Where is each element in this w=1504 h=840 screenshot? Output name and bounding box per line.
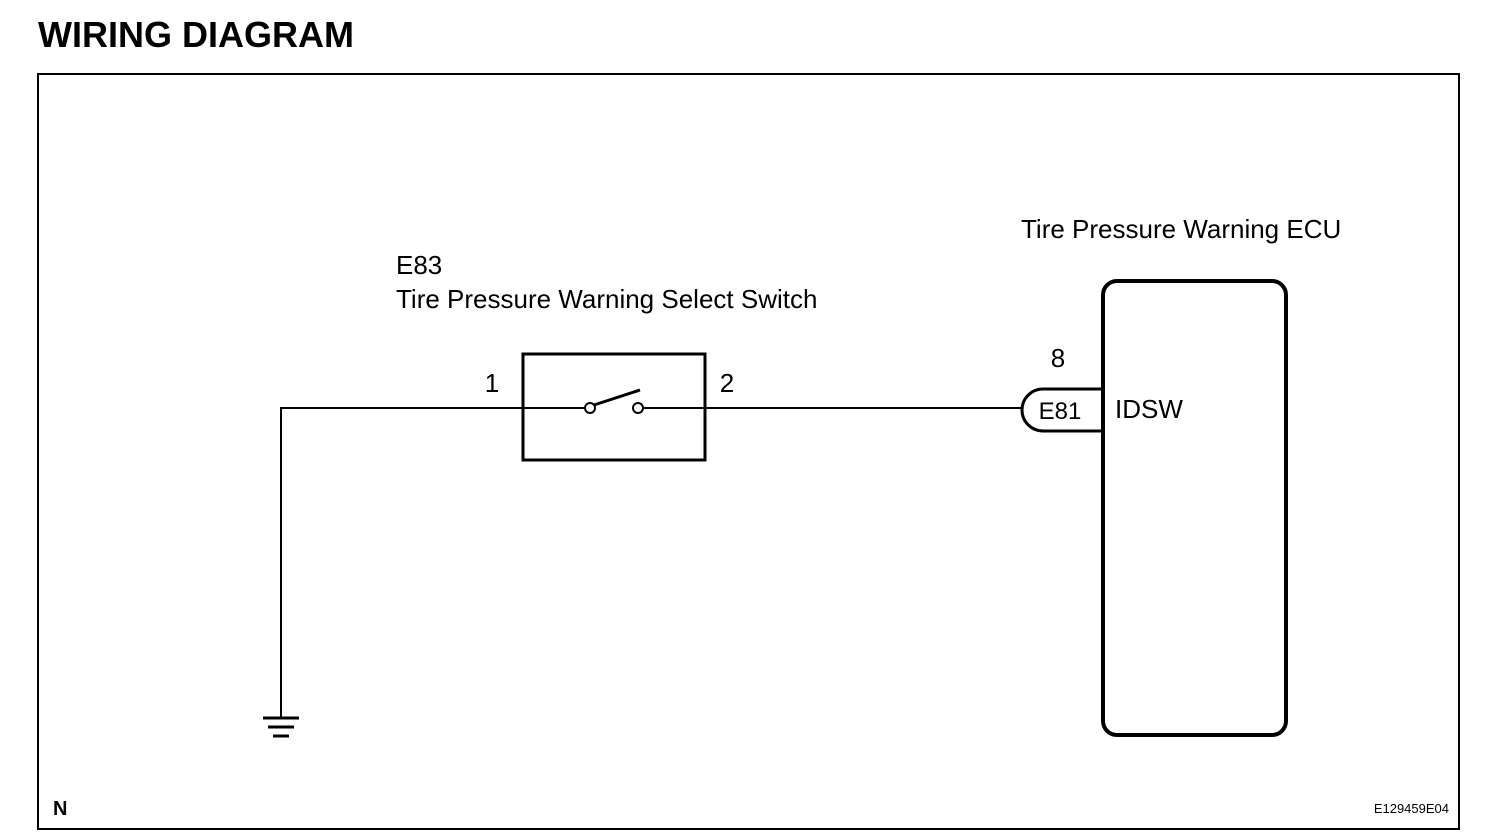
figure-id: E129459E04 [1374,801,1449,816]
switch-contact-left [584,402,596,414]
switch-pin-1: 1 [485,368,499,398]
switch-name: Tire Pressure Warning Select Switch [396,284,817,314]
switch-lever [593,388,641,407]
footer-left-mark: N [53,798,67,820]
ground-icon [263,716,299,738]
switch-code: E83 [396,250,442,280]
ecu-connector-code: E81 [1039,398,1082,425]
switch-contact-right [632,402,644,414]
ecu-box [1101,279,1288,737]
diagram-frame [37,73,1460,830]
ecu-pin-number: 8 [1051,343,1065,373]
ecu-terminal-label: IDSW [1115,394,1183,424]
switch-pin-2: 2 [720,368,734,398]
ecu-label: Tire Pressure Warning ECU [1021,214,1341,244]
ecu-connector-shape [1020,387,1103,433]
page-title: WIRING DIAGRAM [38,14,354,55]
